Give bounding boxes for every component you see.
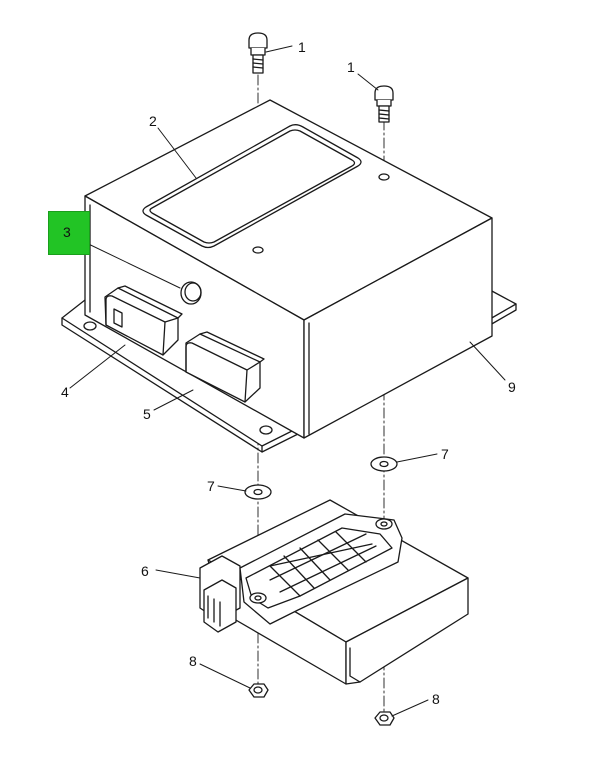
rocker-switch-right (185, 331, 265, 403)
callout-washer-left: 7 (207, 478, 215, 494)
nut-right (374, 711, 395, 726)
bolt-right (374, 85, 394, 123)
callout-control-module: 6 (141, 563, 149, 579)
callout-washer-right: 7 (441, 446, 449, 462)
callout-box-cover: 2 (149, 113, 157, 129)
washer-left (244, 484, 272, 500)
callout-rocker-switch-right: 5 (143, 406, 151, 422)
callout-nut-left: 8 (189, 653, 197, 669)
callout-nut-right: 8 (432, 691, 440, 707)
nut-left (248, 683, 269, 698)
enclosure-box (84, 99, 493, 439)
control-module (199, 499, 469, 685)
bolt-left (248, 32, 268, 74)
rocker-switch-left (104, 285, 183, 356)
callout-bracket: 9 (508, 379, 516, 395)
callout-labels: 1 1 2 4 5 9 7 7 6 8 8 (61, 39, 516, 707)
indicator-lamp (180, 281, 202, 305)
highlight-box-indicator-lamp[interactable] (48, 211, 90, 255)
callout-indicator-lamp: 3 (63, 224, 71, 240)
washer-right (370, 456, 398, 472)
callout-bolt-left: 1 (298, 39, 306, 55)
callout-rocker-switch-left: 4 (61, 384, 69, 400)
leader-lines (69, 45, 506, 717)
bracket-flange (61, 289, 517, 453)
callout-bolt-right: 1 (347, 59, 355, 75)
